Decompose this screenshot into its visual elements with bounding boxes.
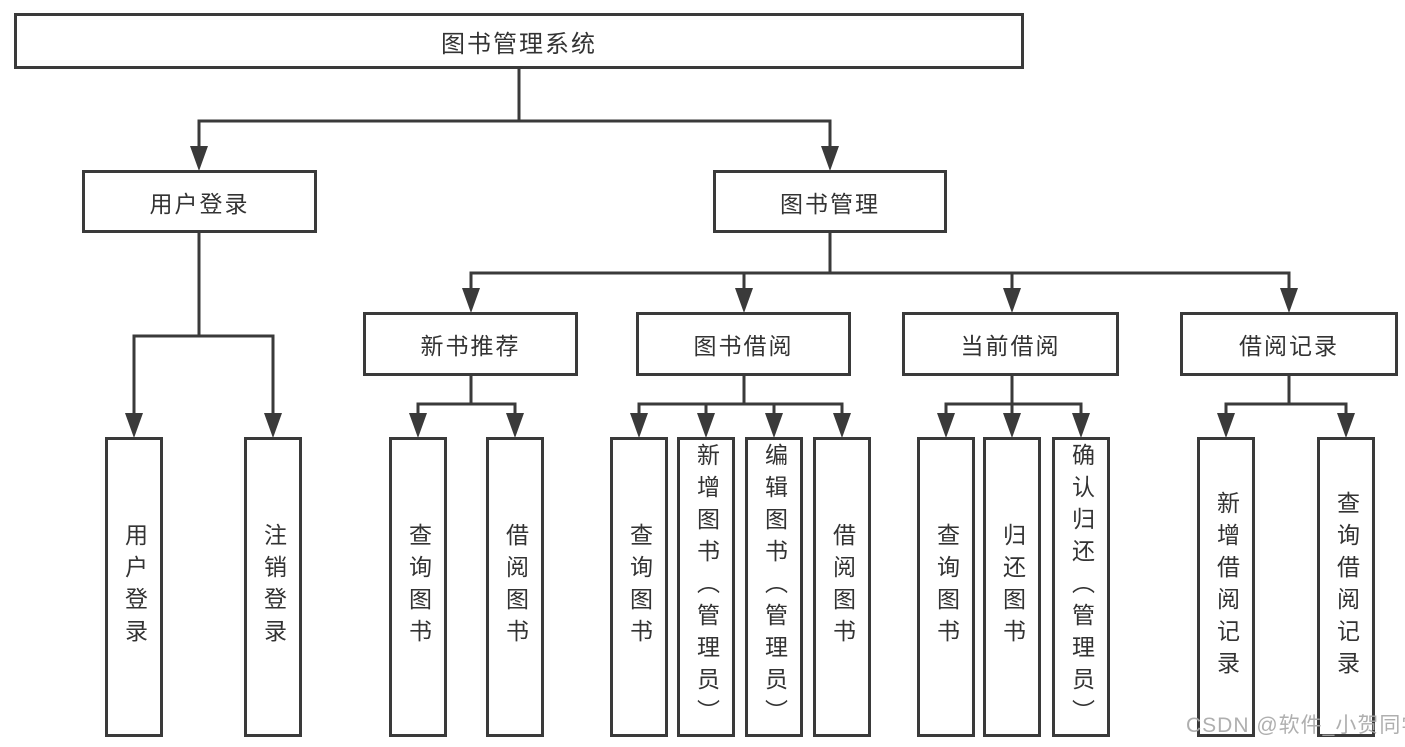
leaf-edit-books-admin-label: 编辑图书（管理员） (761, 443, 788, 731)
leaf-add-books-admin: 新增图书（管理员） (677, 437, 735, 737)
leaf-query-books-recommend-label: 查询图书 (405, 523, 432, 651)
leaf-query-books-recommend: 查询图书 (389, 437, 447, 737)
leaf-borrow-books: 借阅图书 (813, 437, 871, 737)
leaf-return-books: 归还图书 (983, 437, 1041, 737)
leaf-confirm-return-admin: 确认归还（管理员） (1052, 437, 1110, 737)
node-new-book-recommend-label: 新书推荐 (420, 333, 521, 359)
node-borrow-records: 借阅记录 (1180, 312, 1398, 376)
leaf-borrow-books-label: 借阅图书 (829, 523, 856, 651)
leaf-edit-books-admin: 编辑图书（管理员） (745, 437, 803, 737)
node-book-management-label: 图书管理 (780, 190, 880, 217)
leaf-add-borrow-record-label: 新增借阅记录 (1213, 491, 1240, 683)
leaf-logout-label: 注销登录 (260, 523, 287, 651)
leaf-user-login: 用户登录 (105, 437, 163, 737)
node-book-borrow-label: 图书借阅 (693, 333, 794, 359)
node-new-book-recommend: 新书推荐 (363, 312, 578, 376)
leaf-logout: 注销登录 (244, 437, 302, 737)
node-user-login-label: 用户登录 (149, 190, 250, 217)
leaf-query-books-borrow: 查询图书 (610, 437, 668, 737)
node-book-borrow: 图书借阅 (636, 312, 851, 376)
leaf-add-books-admin-label: 新增图书（管理员） (693, 443, 720, 731)
node-user-login: 用户登录 (82, 170, 317, 233)
leaf-query-borrow-record: 查询借阅记录 (1317, 437, 1375, 737)
watermark-text: CSDN @软件_小贺同学 (1186, 714, 1405, 737)
node-root-label: 图书管理系统 (441, 30, 597, 58)
node-root: 图书管理系统 (14, 13, 1024, 69)
leaf-user-login-label: 用户登录 (121, 523, 148, 651)
node-book-management: 图书管理 (713, 170, 947, 233)
node-current-borrow-label: 当前借阅 (960, 333, 1061, 359)
leaf-query-books-borrow-label: 查询图书 (626, 523, 653, 651)
leaf-borrow-books-recommend-label: 借阅图书 (502, 523, 529, 651)
leaf-return-books-label: 归还图书 (999, 523, 1026, 651)
leaf-borrow-books-recommend: 借阅图书 (486, 437, 544, 737)
leaf-query-borrow-record-label: 查询借阅记录 (1333, 491, 1360, 683)
leaf-query-books-current: 查询图书 (917, 437, 975, 737)
node-current-borrow: 当前借阅 (902, 312, 1119, 376)
node-borrow-records-label: 借阅记录 (1239, 333, 1339, 359)
leaf-add-borrow-record: 新增借阅记录 (1197, 437, 1255, 737)
leaf-confirm-return-admin-label: 确认归还（管理员） (1068, 443, 1095, 731)
leaf-query-books-current-label: 查询图书 (933, 523, 960, 651)
